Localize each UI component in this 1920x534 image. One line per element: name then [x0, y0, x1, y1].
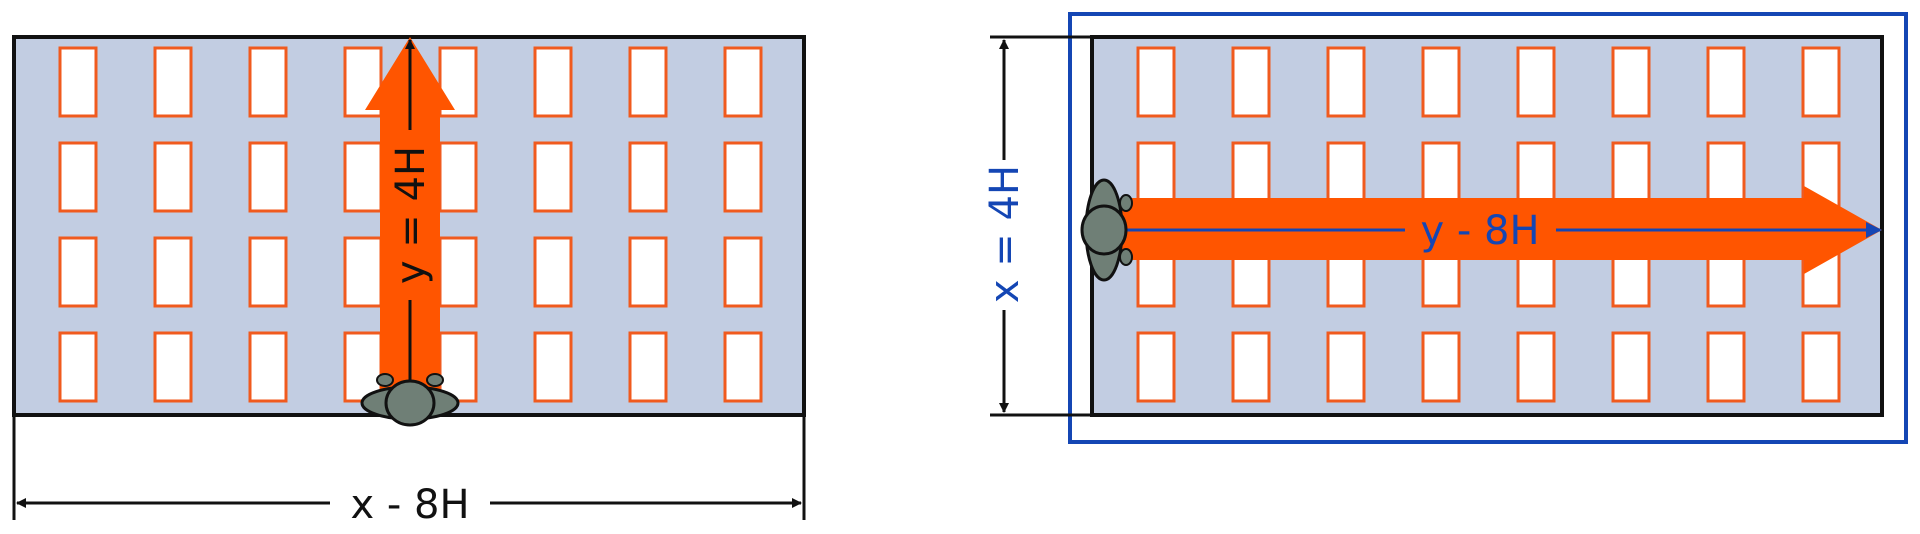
luminaire [438, 331, 478, 403]
luminaire [438, 236, 478, 308]
left-view: y = 4H x - 8H [12, 35, 806, 528]
luminaire [628, 46, 668, 118]
luminaire [723, 236, 763, 308]
luminaire [1706, 46, 1746, 118]
right-view-direction-arrow [1122, 186, 1882, 274]
luminaire [58, 46, 98, 118]
luminaire [153, 331, 193, 403]
luminaire [1516, 46, 1556, 118]
right-luminaire-grid [1136, 46, 1841, 403]
luminaire [153, 141, 193, 213]
left-luminaire-grid [58, 46, 763, 403]
right-highlight-frame [1068, 12, 1908, 444]
luminaire [153, 236, 193, 308]
luminaire [343, 236, 383, 308]
luminaire [1231, 46, 1271, 118]
luminaire [153, 46, 193, 118]
luminaire [1611, 331, 1651, 403]
luminaire [1801, 46, 1841, 118]
luminaire [533, 46, 573, 118]
luminaire [248, 236, 288, 308]
luminaire [1231, 331, 1271, 403]
luminaire [438, 46, 478, 118]
luminaire [1611, 46, 1651, 118]
luminaire [248, 141, 288, 213]
luminaire [628, 141, 668, 213]
luminaire [1801, 331, 1841, 403]
observer-icon-right [1080, 178, 1133, 282]
luminaire [723, 331, 763, 403]
luminaire [723, 141, 763, 213]
luminaire [438, 141, 478, 213]
luminaire [248, 46, 288, 118]
luminaire [628, 331, 668, 403]
luminaire [533, 236, 573, 308]
observer-icon [360, 373, 460, 427]
luminaire [1326, 46, 1366, 118]
right-y-dimension-label: y - 8H [1420, 208, 1539, 254]
luminaire [58, 331, 98, 403]
luminaire [628, 236, 668, 308]
luminaire [1706, 331, 1746, 403]
luminaire [58, 141, 98, 213]
luminaire [533, 331, 573, 403]
luminaire [343, 141, 383, 213]
right-view: y - 8H x = 4H [982, 12, 1908, 444]
luminaire [58, 236, 98, 308]
luminaire [1136, 46, 1176, 118]
luminaire [1421, 46, 1461, 118]
left-y-dimension-label: y = 4H [388, 146, 434, 284]
luminaire [723, 46, 763, 118]
luminaire [1326, 331, 1366, 403]
left-view-direction-arrow [365, 37, 455, 415]
luminaire [1136, 331, 1176, 403]
right-x-dimension-label: x = 4H [982, 165, 1028, 303]
luminaire [1516, 331, 1556, 403]
luminaire [248, 331, 288, 403]
right-y-dimension-arrowhead [1866, 222, 1882, 238]
luminaire [1421, 331, 1461, 403]
left-x-dimension-label: x - 8H [350, 482, 469, 528]
luminaire [533, 141, 573, 213]
